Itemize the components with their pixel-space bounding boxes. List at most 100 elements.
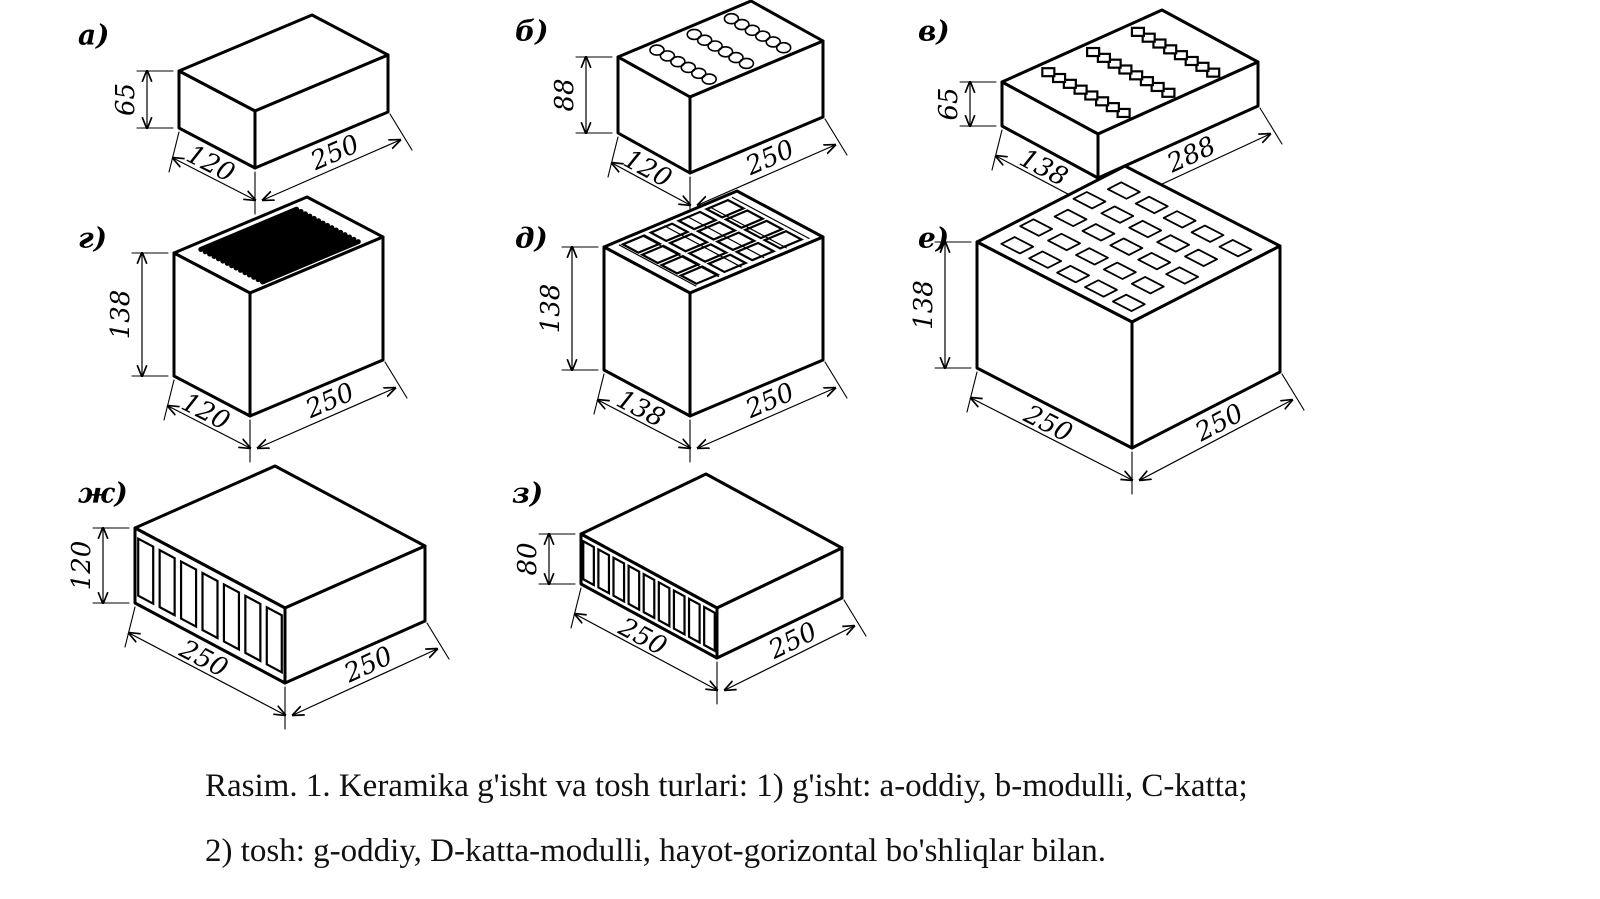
block-hole (1075, 247, 1109, 266)
square-hole (1161, 87, 1176, 98)
square-hole (1130, 26, 1146, 37)
square-hole (1073, 84, 1088, 95)
panel-e-right-face (1130, 244, 1282, 450)
grid-hole (704, 198, 746, 219)
slot-hole (198, 206, 300, 252)
square-hole (1118, 64, 1133, 75)
round-hole (738, 57, 755, 70)
horizontal-hole (201, 571, 219, 640)
slot-hole (233, 225, 335, 271)
grid-hole (762, 229, 805, 250)
square-hole (1051, 72, 1067, 84)
square-hole (1062, 78, 1077, 89)
block-hole (1137, 251, 1172, 271)
slot-hole (215, 215, 317, 262)
block-hole (1134, 195, 1169, 215)
panel-zh-label: ж) (78, 477, 128, 510)
square-hole (1116, 107, 1131, 119)
horizontal-hole (657, 580, 671, 628)
grid-hole (734, 241, 777, 262)
slot-hole (246, 232, 348, 278)
panel-g-right-face (248, 235, 385, 418)
grid-rib (663, 225, 742, 268)
figure-caption-line-2: 2) tosh: g-oddiy, D-katta-modulli, hayot… (205, 833, 1107, 869)
panel-d-label: д) (515, 222, 548, 255)
slot-hole (242, 229, 344, 276)
block-hole (1028, 250, 1063, 269)
block-hole (1056, 264, 1090, 284)
square-hole (1105, 102, 1120, 113)
horizontal-hole (582, 539, 595, 587)
slot-hole (220, 218, 322, 264)
block-hole (1019, 218, 1054, 237)
square-hole (1139, 76, 1154, 87)
slot-hole (238, 227, 339, 273)
slot-hole (260, 239, 361, 285)
block-hole (1106, 181, 1141, 200)
grid-hole (695, 221, 738, 241)
panel-e-label: е) (918, 222, 949, 255)
round-hole (707, 40, 723, 52)
panel-zh-length-arrow (293, 649, 437, 715)
square-hole (1129, 70, 1144, 81)
panel-d-right-face (688, 235, 825, 418)
round-hole (696, 34, 713, 47)
panel-z-width-arrow (575, 614, 717, 690)
panel-g-width-arrow (168, 406, 250, 448)
slot-hole (224, 220, 326, 266)
block-hole (1156, 234, 1190, 253)
square-hole (1086, 46, 1101, 58)
panel-g-holes (198, 206, 361, 285)
round-hole (723, 12, 740, 25)
block-hole (1100, 205, 1135, 224)
panel-v-label: в) (918, 15, 950, 48)
panel-e-width-arrow (971, 398, 1132, 480)
square-hole (1041, 67, 1056, 78)
panel-z-height-label: 80 (513, 542, 543, 575)
grid-hole (742, 219, 785, 240)
grid-rib (709, 206, 788, 249)
horizontal-hole (222, 582, 241, 652)
round-hole (690, 67, 707, 80)
panel-g-label: г) (78, 222, 107, 255)
horizontal-hole (703, 605, 716, 653)
slot-hole (251, 234, 352, 280)
horizontal-hole (158, 548, 176, 617)
panel-e-length-arrow (1140, 400, 1292, 480)
square-hole (1184, 55, 1199, 67)
round-hole (659, 50, 676, 62)
block-hole (1081, 223, 1116, 242)
grid-hole (714, 231, 757, 252)
round-hole (734, 18, 750, 31)
round-hole (680, 61, 697, 74)
panel-v-holes (1041, 26, 1221, 119)
block-hole (1184, 248, 1218, 267)
round-hole (754, 30, 771, 42)
panel-b-width-arrow (612, 163, 690, 205)
round-hole (744, 24, 761, 37)
horizontal-hole (597, 547, 611, 596)
block-hole (1218, 239, 1253, 258)
panel-a-width-arrow (173, 158, 255, 200)
panel-b-label: б) (515, 15, 548, 48)
grid-rib (686, 215, 765, 259)
panel-e-height-label: 138 (909, 280, 939, 330)
block-hole (1103, 261, 1137, 280)
panel-b-height-label: 88 (550, 78, 580, 111)
panel-e-holes (1000, 181, 1253, 312)
round-hole (670, 55, 686, 68)
grid-hole (723, 209, 766, 229)
slot-hole (211, 213, 313, 259)
panel-zh-width-arrow (129, 633, 285, 715)
panel-z-label: з) (512, 477, 543, 510)
slot-hole (207, 211, 308, 257)
block-hole (1109, 237, 1144, 256)
figure-caption-line-1: Rasim. 1. Keramika g'isht va tosh turlar… (205, 768, 1248, 804)
horizontal-hole (687, 596, 701, 645)
horizontal-hole (265, 605, 283, 675)
